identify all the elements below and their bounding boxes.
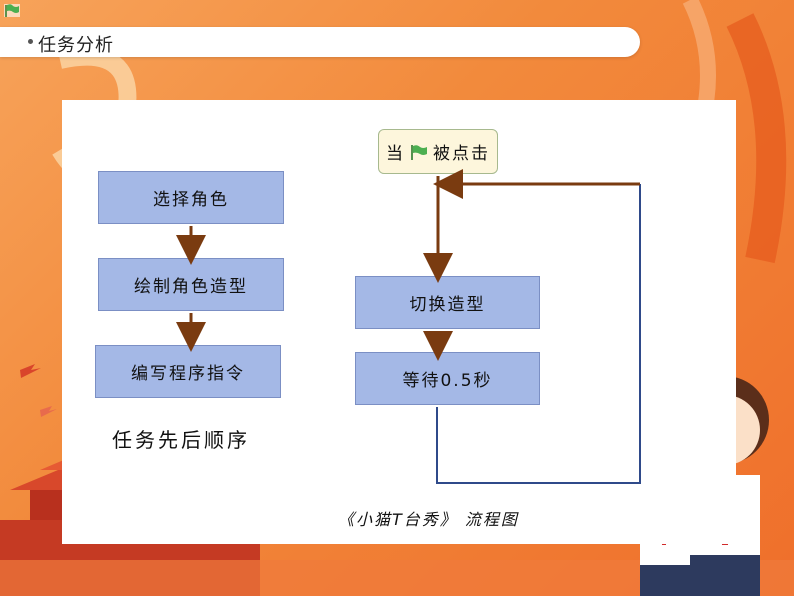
header-bar: 任务分析 [0, 27, 640, 57]
flag-icon [4, 4, 20, 17]
step-box: 选择角色 [98, 171, 284, 224]
step-box: 绘制角色造型 [98, 258, 284, 311]
hat-prefix: 当 [386, 144, 405, 164]
green-flag-icon [411, 144, 427, 160]
left-caption: 任务先后顺序 [112, 428, 250, 452]
step-box: 切换造型 [355, 276, 540, 329]
step-box: 编写程序指令 [95, 345, 281, 398]
hat-block: 当 被点击 [378, 129, 498, 174]
bullet-dot [28, 39, 33, 44]
hat-suffix: 被点击 [433, 144, 490, 164]
page-title: 任务分析 [38, 35, 114, 56]
right-caption: 《小猫T台秀》 流程图 [338, 510, 519, 529]
step-box: 等待0.5秒 [355, 352, 540, 405]
